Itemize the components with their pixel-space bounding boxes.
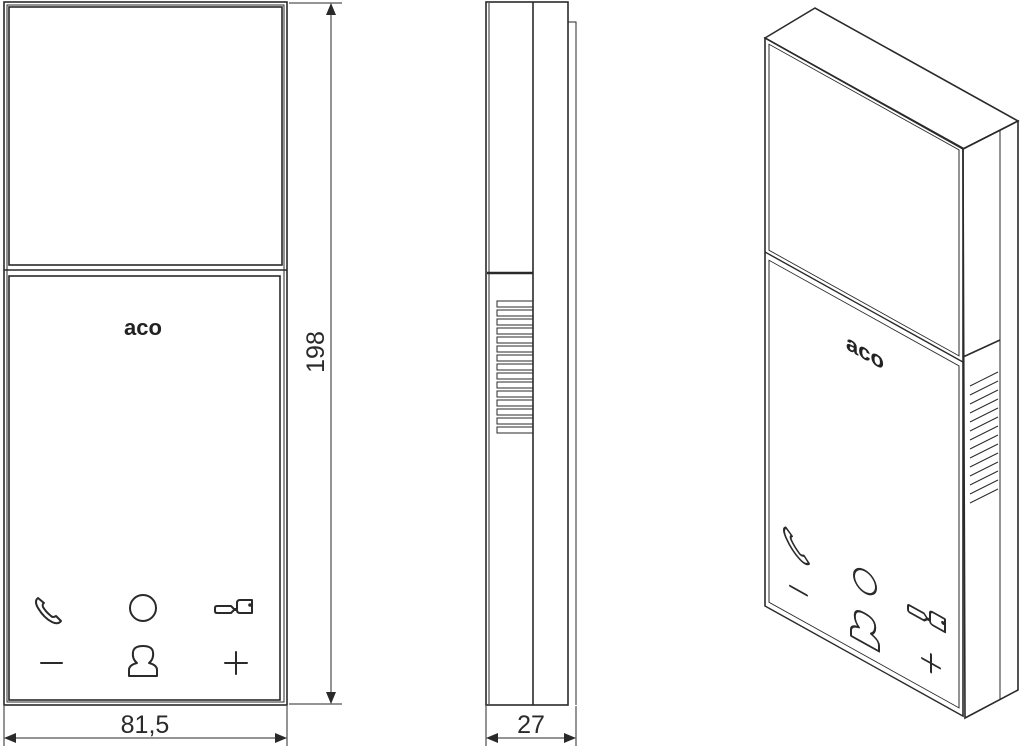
- vent-slat: [969, 380, 999, 396]
- key-icon: [906, 597, 947, 634]
- vent-slat: [969, 479, 999, 495]
- circle-button-icon: [853, 567, 877, 596]
- vent-slat: [496, 408, 534, 416]
- side-face: [962, 119, 1019, 720]
- vent-slat: [496, 345, 534, 353]
- minus-icon: [789, 584, 808, 597]
- vent-slat: [969, 398, 999, 414]
- vent-slat: [969, 434, 999, 450]
- top-face: [763, 7, 1020, 150]
- vent-slat: [969, 452, 999, 468]
- plus-icon: [224, 651, 248, 675]
- side-vents: [969, 371, 999, 504]
- screen-panel: [768, 43, 960, 357]
- height-dimension: 198: [289, 2, 342, 705]
- depth-dimension: 27: [485, 706, 577, 746]
- key-icon: [214, 599, 253, 614]
- vent-slat: [496, 327, 534, 335]
- vent-slat: [496, 426, 534, 434]
- vent-slat: [969, 425, 999, 441]
- plus-icon: [921, 653, 941, 674]
- vent-slat: [969, 416, 999, 432]
- vent-slat: [969, 488, 999, 504]
- phone-icon: [782, 525, 811, 567]
- vent-slat: [969, 407, 999, 423]
- vent-slat: [969, 470, 999, 486]
- vent-slat: [496, 381, 534, 389]
- vent-slat: [496, 336, 534, 344]
- front-outline: [3, 1, 288, 706]
- vent-slat: [496, 309, 534, 317]
- width-label: 81,5: [121, 711, 170, 739]
- button-panel: [8, 275, 281, 701]
- side-view: [485, 1, 577, 706]
- depth-label: 27: [517, 711, 545, 739]
- vent-slat: [496, 300, 534, 308]
- vent-slat: [969, 389, 999, 405]
- circle-button-icon: [129, 594, 157, 622]
- front-view: aco: [3, 1, 288, 706]
- logo: aco: [846, 330, 884, 375]
- front-face: [764, 36, 964, 718]
- height-label: 198: [302, 331, 330, 373]
- vent-slat: [969, 461, 999, 477]
- phone-icon: [35, 597, 62, 625]
- vent-slat: [496, 354, 534, 362]
- button-panel: [768, 259, 960, 709]
- vent-slat: [496, 372, 534, 380]
- vent-slat: [496, 363, 534, 371]
- perspective-view: aco: [763, 7, 1020, 720]
- vent-slat: [496, 390, 534, 398]
- speaker-vents: [496, 300, 534, 434]
- person-icon: [128, 645, 158, 677]
- vent-slat: [496, 318, 534, 326]
- person-icon: [849, 604, 881, 653]
- vent-slat: [496, 417, 534, 425]
- vent-slat: [496, 399, 534, 407]
- vent-slat: [969, 371, 999, 387]
- screen-panel: [8, 6, 283, 266]
- width-dimension: 81,5: [3, 706, 288, 746]
- logo: aco: [124, 315, 162, 340]
- vent-slat: [969, 443, 999, 459]
